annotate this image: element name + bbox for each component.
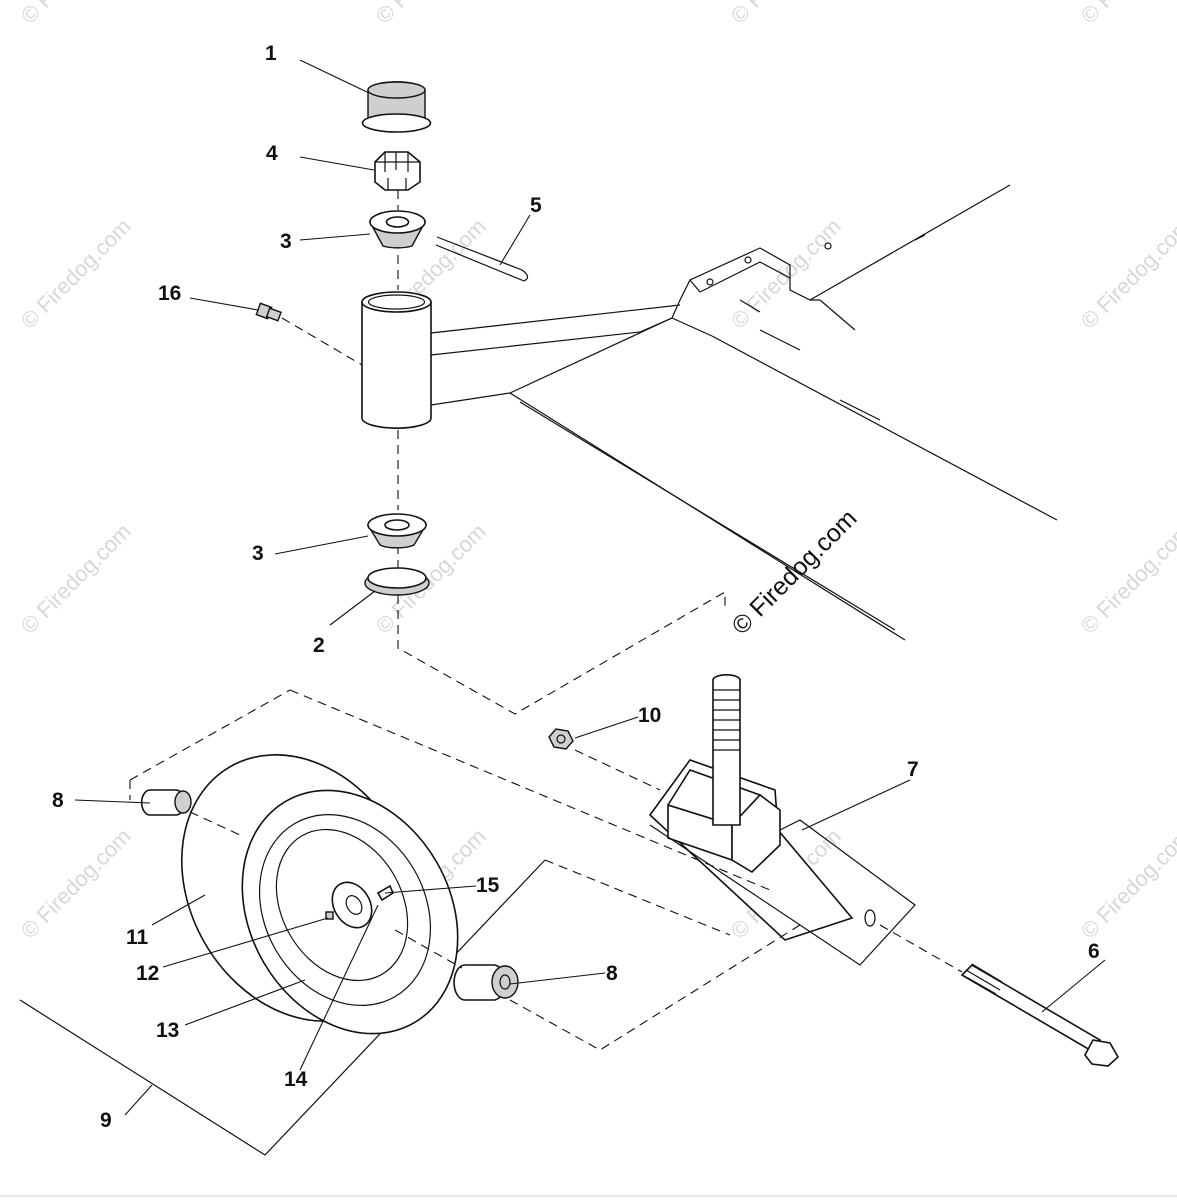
axle-hole bbox=[864, 909, 876, 927]
caster-arm-assembly bbox=[430, 184, 1058, 641]
callout-10: 10 bbox=[638, 704, 661, 727]
spindle-centerline bbox=[397, 190, 726, 715]
grease-fitting bbox=[255, 302, 363, 366]
caster-yoke bbox=[648, 674, 916, 966]
callout-11: 11 bbox=[126, 926, 149, 949]
wheel-tire bbox=[180, 754, 459, 1035]
mounting-hole bbox=[744, 256, 752, 264]
leader-lines bbox=[74, 59, 1106, 1116]
watermark: © Firedog.com bbox=[16, 214, 136, 334]
callout-13: 13 bbox=[156, 1019, 179, 1042]
castle-nut bbox=[374, 151, 421, 191]
mounting-hole bbox=[824, 242, 832, 250]
watermark: © Firedog.com bbox=[726, 214, 846, 334]
hex-nut bbox=[548, 728, 661, 791]
grease-fitting-hub bbox=[325, 911, 334, 920]
watermark: © Firedog.com bbox=[1076, 214, 1177, 334]
spacer-left bbox=[140, 789, 241, 836]
callout-3: 3 bbox=[280, 230, 292, 253]
bearing-cone-lower bbox=[366, 513, 428, 549]
watermark: © Firedog.com bbox=[1076, 824, 1177, 944]
callout-8: 8 bbox=[52, 789, 64, 812]
watermark: © Firedog.com bbox=[16, 0, 136, 29]
callout-14: 14 bbox=[284, 1068, 308, 1091]
callout-5: 5 bbox=[530, 194, 542, 217]
watermark: © Firedog.com bbox=[726, 0, 846, 29]
callout-7: 7 bbox=[907, 758, 919, 781]
watermark-main: © Firedog.com bbox=[726, 504, 862, 640]
callout-15: 15 bbox=[476, 874, 500, 897]
callout-12: 12 bbox=[136, 962, 159, 985]
callout-labels: 1 4 5 3 16 3 2 10 7 8 15 11 12 6 8 13 14… bbox=[52, 42, 1100, 1132]
watermark: © Firedog.com bbox=[16, 519, 136, 639]
callout-8: 8 bbox=[606, 962, 618, 985]
axle-bolt bbox=[879, 924, 1120, 1067]
dust-cap bbox=[361, 81, 432, 133]
callout-16: 16 bbox=[158, 282, 181, 305]
watermark: © Firedog.com bbox=[1076, 0, 1177, 29]
callout-4: 4 bbox=[266, 142, 278, 165]
watermark: © Firedog.com bbox=[1076, 519, 1177, 639]
cotter-pin bbox=[435, 236, 529, 282]
bearing-cup bbox=[364, 567, 430, 596]
spindle-tube bbox=[361, 291, 432, 429]
spacer-right bbox=[394, 929, 519, 1001]
callout-9: 9 bbox=[100, 1109, 112, 1132]
watermark: © Firedog.com bbox=[371, 0, 491, 29]
watermark: © Firedog.com bbox=[16, 824, 136, 944]
callout-3: 3 bbox=[252, 542, 264, 565]
callout-2: 2 bbox=[313, 634, 325, 657]
callout-6: 6 bbox=[1088, 940, 1100, 963]
bearing-cone-upper bbox=[368, 210, 427, 249]
callout-1: 1 bbox=[265, 42, 277, 65]
assembly-leader bbox=[289, 689, 801, 1051]
mounting-hole bbox=[706, 278, 714, 286]
